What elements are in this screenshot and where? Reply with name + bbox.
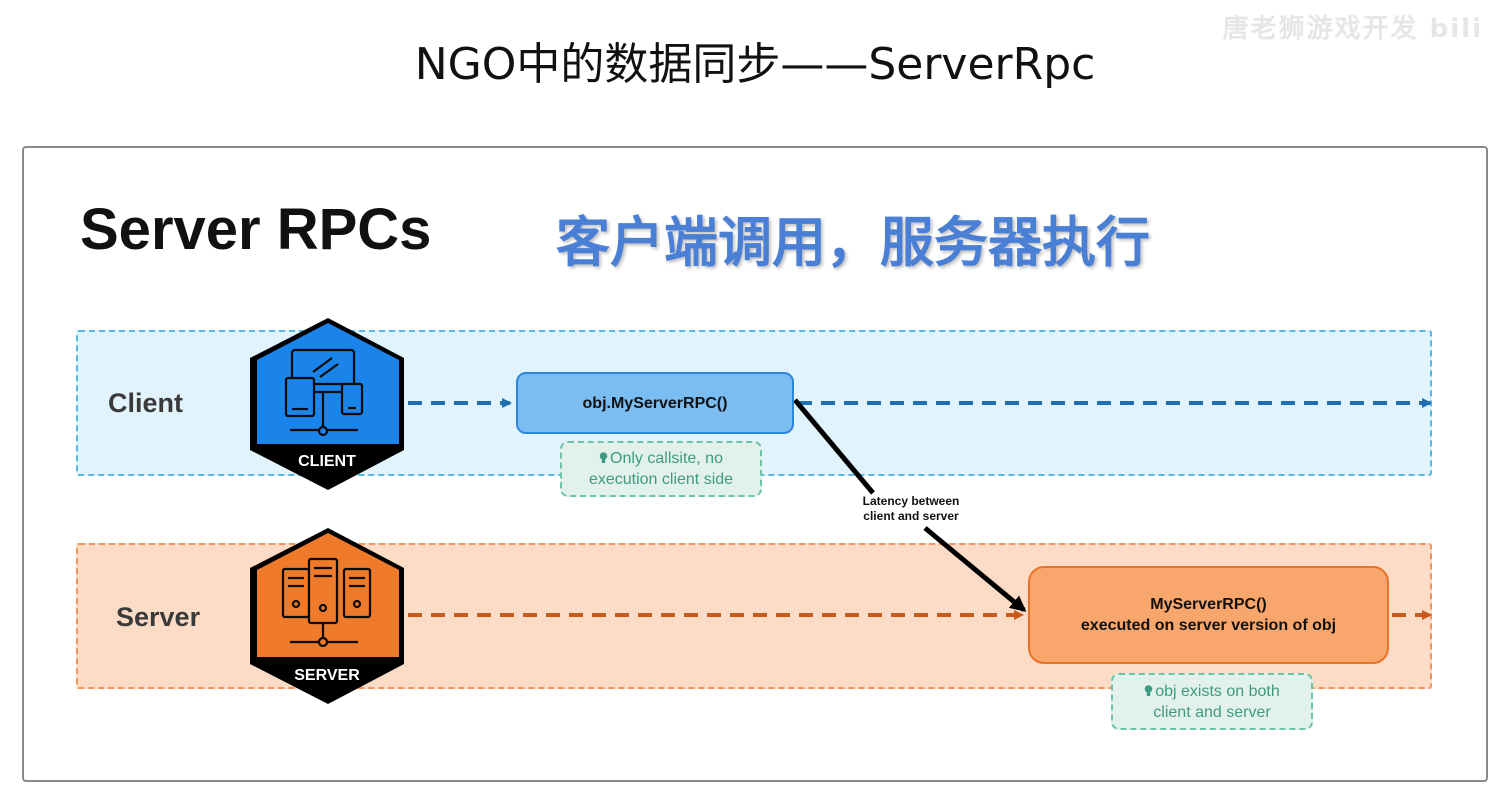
client-note-line2: execution client side [588, 471, 734, 488]
server-note-line2: client and server [1153, 703, 1271, 721]
watermark: 唐老狮游戏开发 bili [1222, 14, 1483, 44]
server-lane-label: Server [116, 602, 201, 632]
server-exec-line2: executed on server version of obj [1080, 617, 1337, 634]
latency-label: Latency between client and server [846, 494, 976, 524]
latency-line1: Latency between [862, 494, 960, 508]
latency-line2: client and server [863, 509, 959, 523]
server-exec-line1: MyServerRPC() [1150, 596, 1267, 613]
page-title: NGO中的数据同步——ServerRpc [414, 39, 1096, 90]
slide-heading: Server RPCs [80, 197, 432, 262]
client-call-box: obj.MyServerRPC() [516, 372, 794, 434]
server-exec-box: MyServerRPC() executed on server version… [1028, 566, 1389, 664]
lightbulb-icon [1144, 684, 1153, 696]
client-note: Only callsite, no execution client side [560, 441, 762, 497]
client-call-text: obj.MyServerRPC() [582, 394, 728, 412]
lightbulb-icon [599, 452, 608, 463]
server-note: obj exists on both client and server [1111, 673, 1313, 730]
slide-subtitle: 客户端调用，服务器执行 [556, 211, 1150, 274]
client-note-line1: Only callsite, no [610, 450, 723, 467]
server-note-line1: obj exists on both [1155, 682, 1280, 700]
client-lane-label: Client [108, 388, 184, 418]
